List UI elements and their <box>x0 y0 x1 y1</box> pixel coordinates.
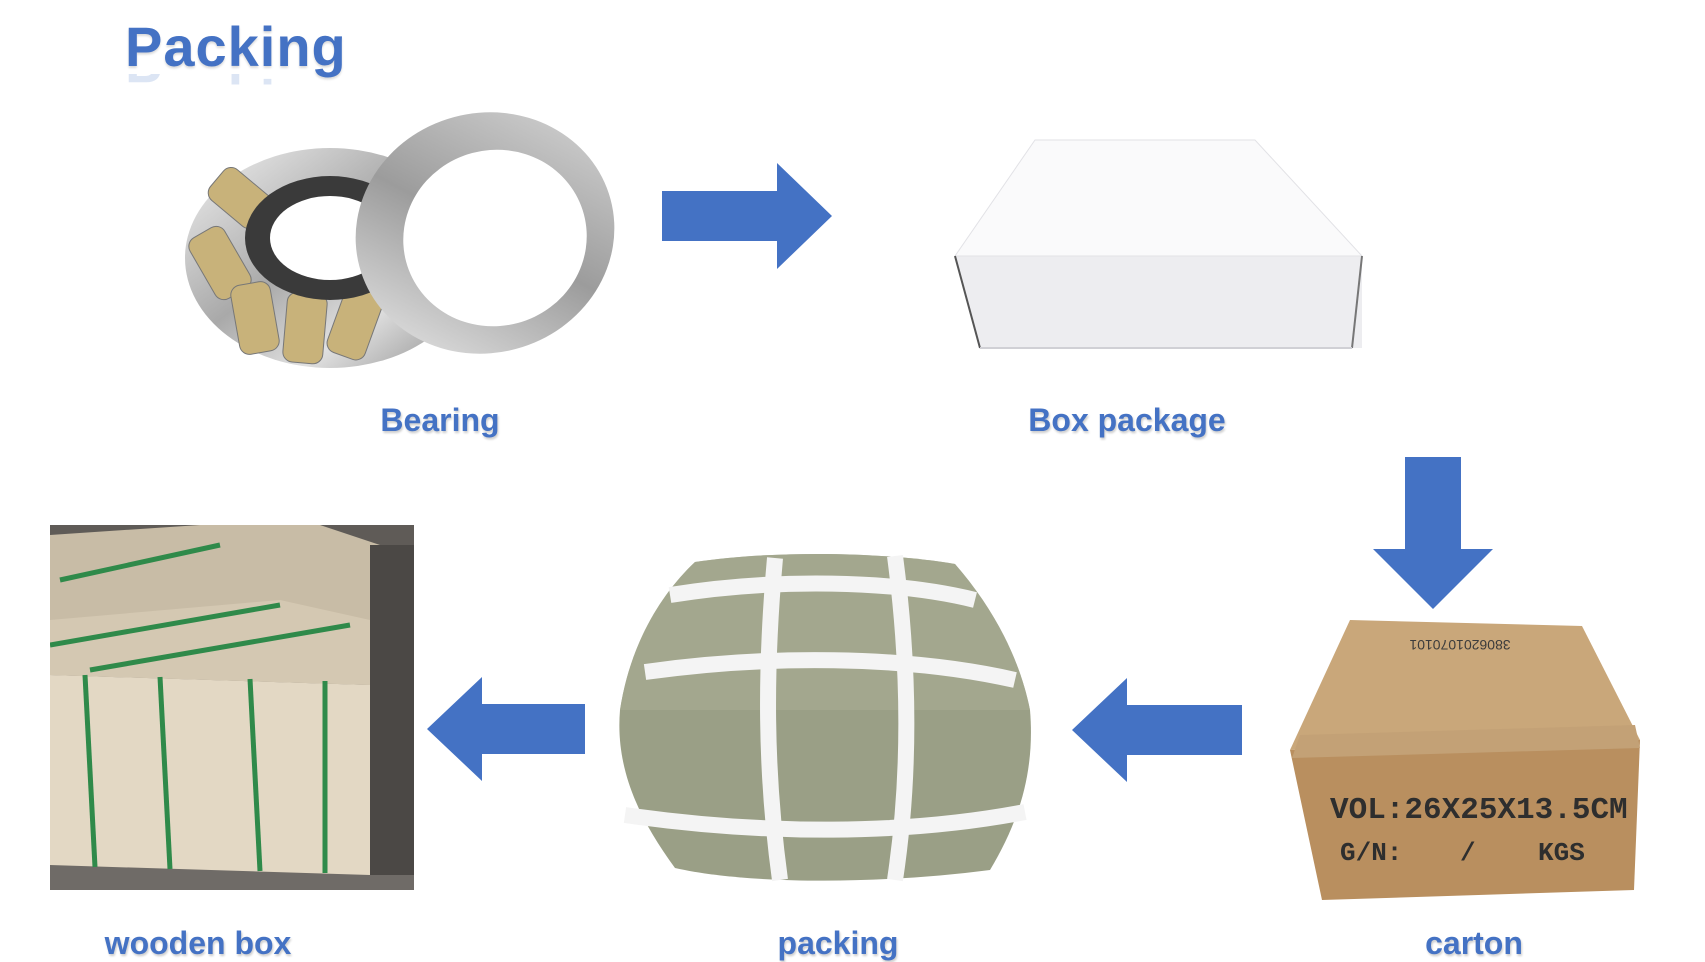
wooden-box-label: wooden box <box>105 925 292 962</box>
bearing-label: Bearing <box>380 402 499 439</box>
bearing-image <box>180 88 660 378</box>
arrow-right-icon <box>662 163 832 269</box>
carton-gn-text: G/N: <box>1340 838 1402 868</box>
carton-label: carton <box>1425 925 1523 962</box>
arrow-down-icon <box>1373 457 1493 609</box>
packing-bag-image <box>615 550 1035 885</box>
carton-vol-text: VOL:26X25X13.5CM <box>1330 793 1628 828</box>
wooden-box-image <box>50 525 414 890</box>
packing-label: packing <box>778 925 899 962</box>
arrow-left-icon <box>1072 678 1242 782</box>
box-package-label: Box package <box>1028 402 1225 439</box>
page-title: Packing <box>125 14 347 79</box>
box-package-image <box>950 138 1370 353</box>
carton-code: 3806201070101 <box>1409 637 1510 653</box>
carton-kgs-text: KGS <box>1538 838 1585 868</box>
carton-slash-text: / <box>1460 838 1476 868</box>
carton-image: 3806201070101 VOL:26X25X13.5CM G/N: / KG… <box>1290 620 1640 900</box>
arrow-left-icon <box>427 677 585 781</box>
